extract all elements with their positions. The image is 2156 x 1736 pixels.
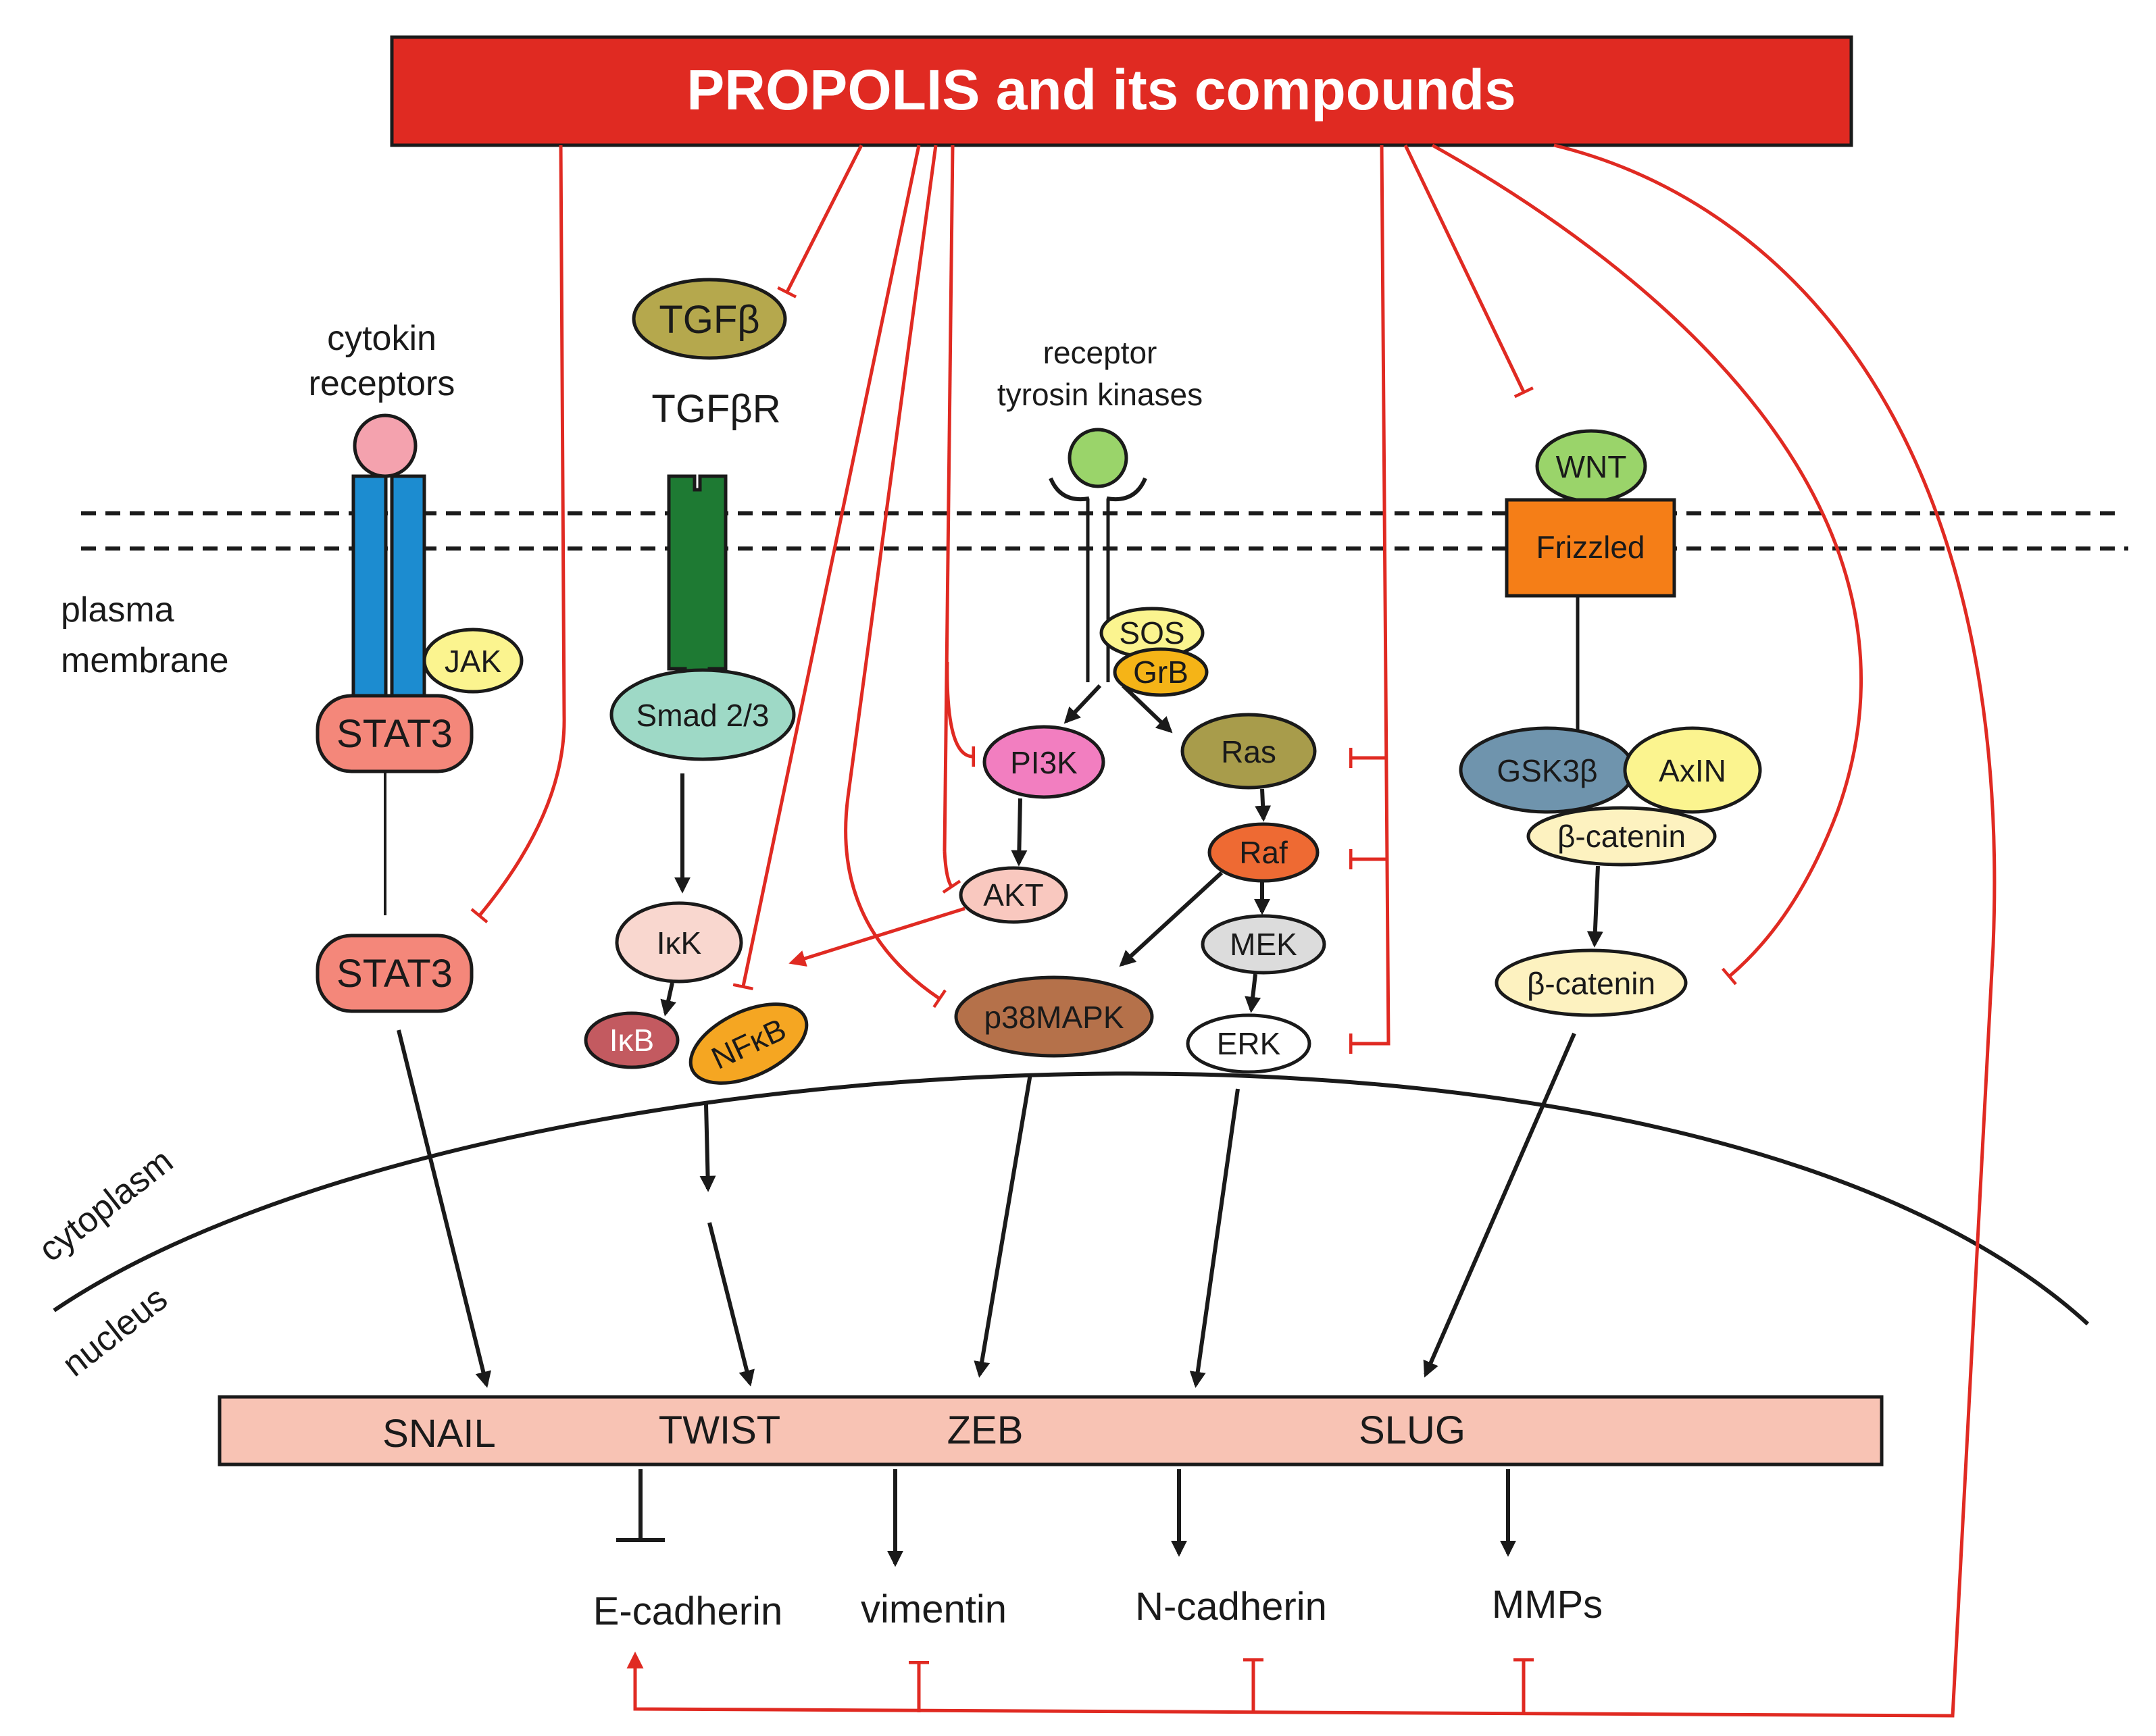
- label-receptor: receptor: [1043, 335, 1157, 370]
- bcatenin-free-label: β-catenin: [1527, 966, 1655, 1001]
- akt-to-ikk-activation: [788, 907, 966, 967]
- propolis-effects: [470, 143, 1997, 1718]
- cytokine-receptor-left: [351, 474, 388, 701]
- signal-arrows: [397, 684, 1603, 1567]
- erk-label: ERK: [1217, 1026, 1281, 1061]
- axin-label: AxIN: [1659, 753, 1726, 788]
- stat3-label-bottom: STAT3: [336, 952, 453, 996]
- arrow-p38-zeb: [974, 1073, 1032, 1378]
- inhibit-stat3: [470, 145, 566, 923]
- inhibit-tgfb: [777, 144, 863, 299]
- inhibit-wnt: [1403, 144, 1534, 399]
- p38mapk-label: p38MAPK: [984, 1000, 1124, 1035]
- pi3k-node: [982, 725, 1105, 799]
- tgfbr-receptor: [667, 474, 728, 711]
- stat3-label-top: STAT3: [336, 712, 453, 756]
- nuclear-envelope: [53, 1071, 2090, 1326]
- arrow-grb-pi3k: [1063, 684, 1102, 724]
- raf-label: Raf: [1239, 835, 1288, 870]
- target-ncadherin: N-cadherin: [1135, 1585, 1327, 1629]
- propolis-emt-markers-line: [626, 143, 1997, 1718]
- inhibit-bcatenin: [1431, 143, 1863, 986]
- label-plasma-1: plasma: [61, 590, 174, 630]
- ikb-label: IκB: [609, 1023, 654, 1058]
- nfkb-node: NFκB: [688, 1002, 809, 1085]
- ikb-node: [584, 1011, 680, 1069]
- label-membrane-2: membrane: [61, 641, 229, 680]
- inhibit-pi3k-akt-trunk: [943, 145, 955, 852]
- label-nucleus: nucleus: [55, 1279, 175, 1384]
- arrow-grb-ras: [1121, 684, 1173, 734]
- arrow-erk-slug: [1189, 1088, 1240, 1388]
- inhibit-mapk-rail: [1350, 145, 1390, 1046]
- transcription-factor-bar: [218, 1395, 1884, 1466]
- rtk-ligand: [1068, 428, 1128, 488]
- label-tgfbr: TGFβR: [651, 387, 780, 431]
- smad-node: [609, 668, 796, 761]
- arrow-ras-raf: [1255, 788, 1272, 822]
- arrow-nfkb-nucleus: [699, 1104, 716, 1192]
- arrow-twist: [707, 1222, 755, 1387]
- tf-slug: SLUG: [1359, 1408, 1465, 1452]
- tf-twist: TWIST: [659, 1408, 780, 1452]
- ras-label: Ras: [1221, 734, 1276, 769]
- jak-label: JAK: [445, 644, 502, 679]
- propolis-title: PROPOLIS and its compounds: [686, 58, 1515, 122]
- target-vimentin: vimentin: [861, 1587, 1007, 1631]
- wnt-label: WNT: [1556, 449, 1627, 484]
- akt-label: AKT: [983, 877, 1043, 913]
- arrow-bcat-complex-free: [1586, 865, 1603, 948]
- akt-node: [959, 866, 1068, 924]
- tf-snail: SNAIL: [382, 1412, 496, 1456]
- stat3-node-top: [316, 694, 474, 773]
- raf-node: [1207, 822, 1320, 883]
- inhibit-akt: [942, 850, 961, 894]
- p38mapk-node: [954, 975, 1154, 1058]
- grb-label: GrB: [1133, 655, 1188, 690]
- label-receptors: receptors: [309, 364, 455, 403]
- propolis-title-box: PROPOLIS and its compounds: [390, 35, 1853, 147]
- arrow-stat3-snail: [397, 1029, 492, 1388]
- target-ecadherin: E-cadherin: [593, 1589, 782, 1633]
- arrow-mek-erk: [1245, 973, 1261, 1013]
- sos-label: SOS: [1119, 615, 1184, 650]
- inhibit-pi3k: [945, 661, 976, 767]
- erk-node: [1186, 1013, 1311, 1074]
- arrow-bcat-slug: [1423, 1032, 1576, 1378]
- smad-label: Smad 2/3: [636, 698, 770, 733]
- arrow-ikk-ikb: [660, 982, 676, 1017]
- bcatenin-complex-label: β-catenin: [1557, 819, 1686, 854]
- frizzled-node: [1505, 498, 1676, 598]
- mek-label: MEK: [1230, 927, 1297, 962]
- ikk-node: [615, 901, 743, 984]
- cytokine-ligand: [353, 413, 418, 478]
- arrow-raf-p38: [1119, 871, 1224, 967]
- pi3k-label: PI3K: [1010, 745, 1078, 780]
- gsk3b-label: GSK3β: [1497, 753, 1597, 788]
- rtk-receptor-cup: [1049, 477, 1147, 502]
- label-cytokin: cytokin: [327, 319, 436, 358]
- cytokine-receptor-right: [390, 474, 426, 701]
- label-tyrosin-kinases: tyrosin kinases: [997, 377, 1203, 412]
- tgfb-node: [632, 278, 787, 360]
- ras-node: [1180, 713, 1317, 790]
- arrow-pi3k-akt: [1011, 798, 1028, 867]
- frizzled-label: Frizzled: [1536, 530, 1645, 565]
- axin-node: [1623, 726, 1762, 814]
- bcatenin-complex-node: [1526, 806, 1717, 867]
- mek-node: [1201, 914, 1326, 975]
- jak-node: [422, 628, 524, 694]
- stat3-node-bottom: [316, 934, 474, 1013]
- bcatenin-free-node: [1495, 948, 1688, 1017]
- grb-node: [1113, 647, 1209, 697]
- tf-zeb: ZEB: [947, 1408, 1024, 1452]
- inhibit-p38mapk: [844, 145, 947, 1009]
- tgfb-label: TGFβ: [659, 298, 759, 342]
- target-mmps: MMPs: [1492, 1583, 1603, 1627]
- inhibit-nfkb: [732, 145, 921, 991]
- ikk-label: IκK: [657, 925, 702, 961]
